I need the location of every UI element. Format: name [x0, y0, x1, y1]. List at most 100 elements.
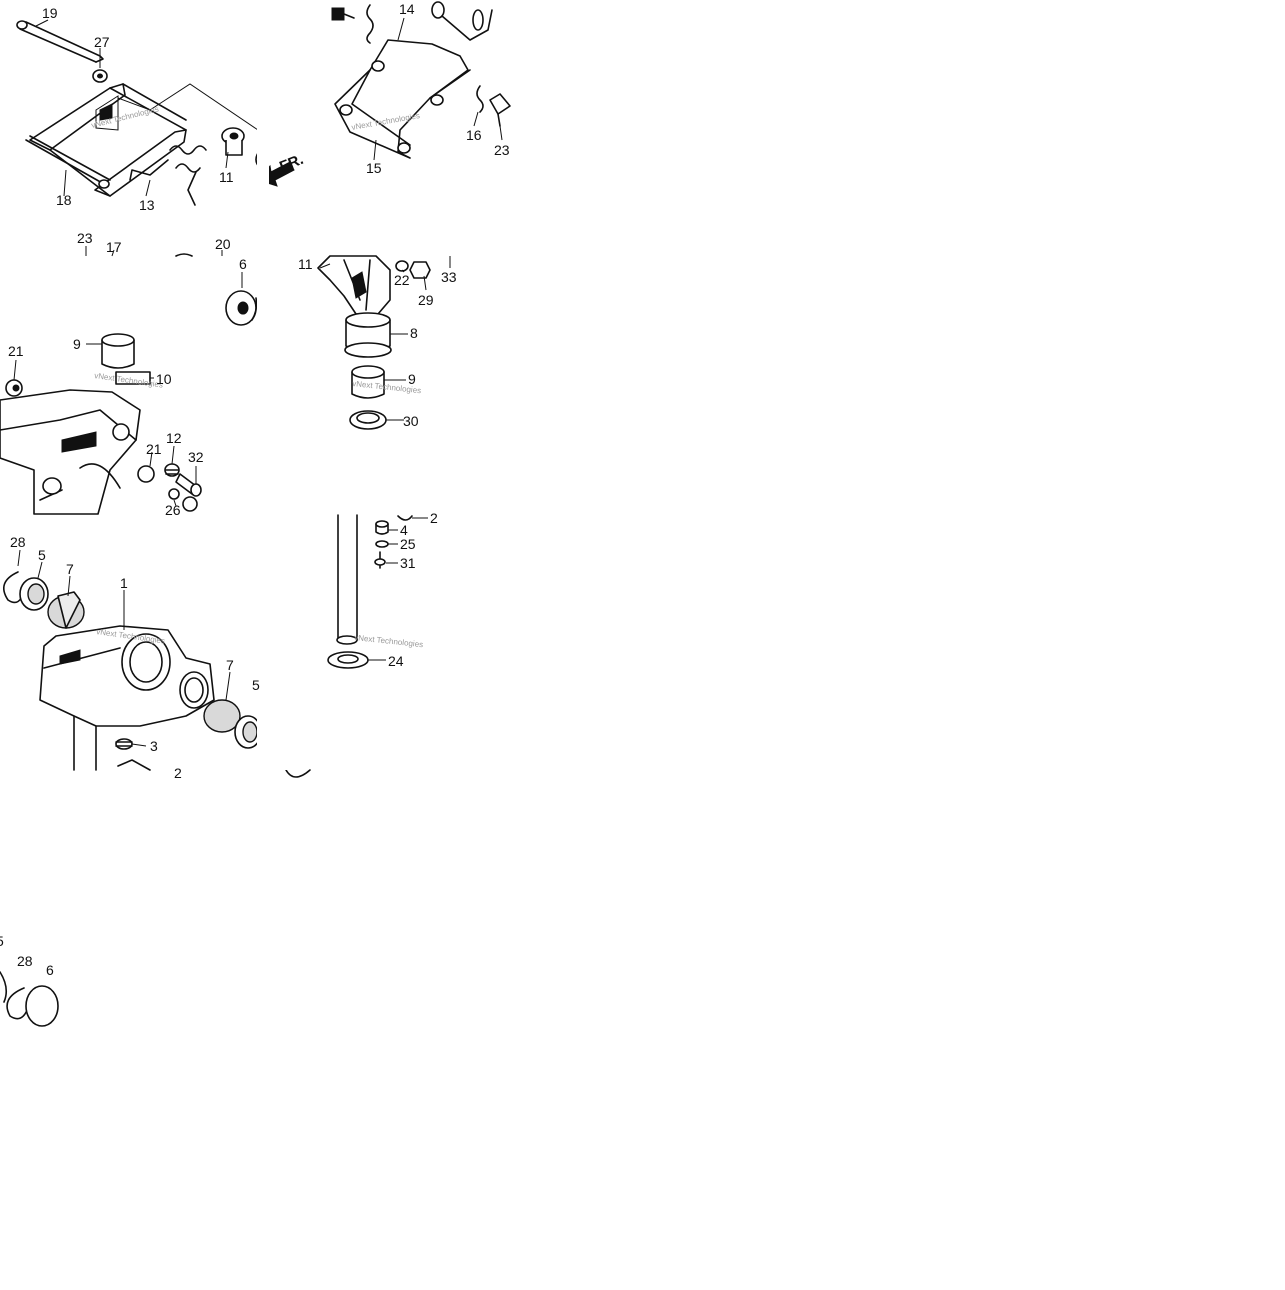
callout-32: 32	[188, 449, 204, 465]
nut-part-29	[409, 261, 431, 279]
callout-6: 6	[46, 962, 54, 978]
callout-26: 26	[165, 502, 181, 518]
panel-top-left	[16, 20, 295, 206]
panel-bottom	[0, 971, 59, 1027]
callout-21: 21	[146, 441, 162, 457]
bracket-part-18	[25, 83, 187, 197]
callout-9: 9	[408, 371, 416, 387]
spring-part-13	[129, 145, 207, 206]
callout-19: 19	[42, 5, 58, 21]
callout-30: 30	[403, 413, 419, 429]
clip-part-28b	[6, 987, 29, 1020]
callout-28: 28	[17, 953, 33, 969]
callout-11: 11	[298, 256, 313, 272]
housing-part-1	[39, 625, 215, 771]
clip-part-2b	[117, 759, 151, 771]
panel-middle-left	[0, 253, 258, 515]
ring-part-5c	[0, 971, 8, 1003]
cap-part-6a	[225, 290, 258, 326]
washer-part-27	[92, 69, 108, 83]
sleeve-part-8	[344, 312, 392, 358]
callout-33: 33	[441, 269, 457, 285]
fragment-top	[175, 253, 193, 257]
callout-13: 13	[139, 197, 155, 213]
cup-part-7b	[203, 699, 241, 733]
arc-fragment	[285, 769, 311, 778]
spring-small-top	[366, 4, 374, 44]
callout-leaders	[13, 17, 503, 747]
panel-top-right	[331, 1, 511, 159]
bushing-part-9b	[351, 365, 385, 399]
spring-coil-top-right	[431, 1, 493, 41]
panel-middle-right	[317, 255, 431, 430]
pin-part-19	[16, 20, 104, 63]
callout-15: 15	[366, 160, 382, 176]
callout-20: 20	[215, 236, 231, 252]
callout-14: 14	[399, 1, 415, 17]
ring-part-5a	[19, 577, 49, 611]
callout-9: 9	[73, 336, 81, 352]
callout-4: 4	[400, 522, 408, 538]
collar-part-21b	[137, 465, 155, 483]
seal-part-30	[349, 410, 387, 430]
collar-lower	[42, 477, 62, 495]
callout-25: 25	[400, 536, 416, 552]
callout-17: 17	[106, 239, 122, 255]
callout-22: 22	[394, 272, 410, 288]
bolt-top-left	[331, 7, 355, 21]
panel-bottom-right	[327, 514, 413, 669]
spring-part-12	[164, 463, 180, 477]
callout-5: 5	[252, 677, 260, 693]
cap-part-6b	[25, 985, 59, 1027]
clip-part-2a	[397, 515, 413, 521]
collar-part-11a	[221, 127, 245, 156]
bolt-part-32	[175, 473, 202, 497]
washer-part-24	[327, 651, 369, 669]
callout-8: 8	[410, 325, 418, 341]
callout-12: 12	[166, 430, 182, 446]
callout-11: 11	[219, 169, 234, 185]
callout-18: 18	[56, 192, 72, 208]
spacer-part-4	[375, 520, 389, 535]
callout-24: 24	[388, 653, 404, 669]
callout-1: 1	[120, 575, 128, 591]
callout-3: 3	[150, 738, 158, 754]
callout-23: 23	[494, 142, 510, 158]
front-direction-label: FR.	[277, 151, 306, 176]
leader-frame	[117, 83, 259, 131]
spring-part-16	[476, 85, 484, 113]
bushing-part-9a	[101, 333, 135, 369]
callout-16: 16	[466, 127, 482, 143]
collar-part-21a	[5, 379, 23, 397]
callout-28: 28	[10, 534, 26, 550]
callout-7: 7	[226, 657, 234, 673]
callout-labels: 19 27 14 18 13 11 16 23 15 23 17 20 6 11…	[0, 1, 510, 978]
swing-arm-body	[0, 389, 141, 515]
bolt-part-31	[374, 551, 386, 569]
panel-bottom-left	[2, 571, 311, 778]
callout-5: 5	[0, 933, 4, 949]
callout-5: 5	[38, 547, 46, 563]
callout-21: 21	[8, 343, 24, 359]
spring-part-3	[115, 738, 133, 750]
shaft	[336, 514, 358, 645]
callout-6: 6	[239, 256, 247, 272]
screw-part-22	[395, 260, 409, 272]
frame-part-15	[334, 39, 471, 159]
callout-29: 29	[418, 292, 434, 308]
callout-7: 7	[66, 561, 74, 577]
callout-27: 27	[94, 34, 110, 50]
cup-part-7a	[47, 591, 85, 629]
callout-2: 2	[174, 765, 182, 781]
watermark: vNext Technologies	[354, 633, 424, 649]
washer-part-25	[375, 540, 389, 548]
nut-part-26	[168, 488, 198, 512]
callout-10: 10	[156, 371, 172, 387]
arm-part-11b	[317, 255, 391, 315]
callout-2: 2	[430, 510, 438, 526]
callout-23: 23	[77, 230, 93, 246]
callout-31: 31	[400, 555, 416, 571]
bolt-part-23a	[489, 93, 511, 127]
